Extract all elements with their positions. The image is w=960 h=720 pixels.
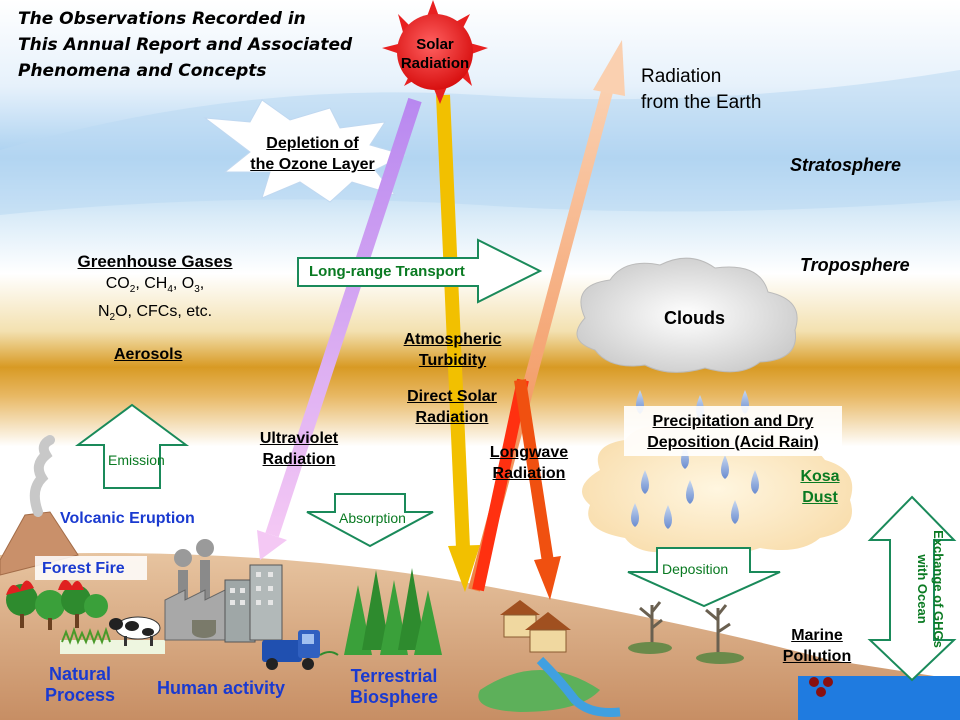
emission-label: Emission <box>108 452 165 468</box>
marine-pollution-line: Pollution <box>782 648 852 665</box>
radiation-from-earth-line: from the Earth <box>641 92 762 113</box>
direct-solar-radiation-line: Direct Solar <box>407 388 497 405</box>
forest-fire-box <box>35 556 147 580</box>
terrestrial-biosphere-line: Terrestrial <box>350 666 438 686</box>
truck <box>262 630 339 670</box>
uv-radiation-shaft <box>265 97 422 538</box>
ocean <box>798 676 960 720</box>
natural-process-label: Natural Process <box>30 664 130 706</box>
diagram-title: The Observations Recorded in This Annual… <box>18 6 352 84</box>
exchange-ocean-label: Exchange of GHGs with Ocean <box>914 514 946 664</box>
forest-fire-label: Forest Fire <box>42 560 125 577</box>
greenhouse-gases-label: Greenhouse Gases CO2, CH4, O3, N2O, CFCs… <box>60 251 250 329</box>
human-activity-label: Human activity <box>157 678 286 698</box>
volcanic-eruption-label: Volcanic Eruption <box>60 510 195 527</box>
precipitation-line: Deposition (Acid Rain) <box>647 434 819 451</box>
exchange-ocean-line: with Ocean <box>915 554 930 624</box>
kosa-dust-label: Kosa Dust <box>785 466 855 508</box>
longwave-left-shaft <box>472 378 529 592</box>
clouds-label: Clouds <box>664 308 725 328</box>
longwave-arrowhead <box>534 556 561 600</box>
ozone-depletion-line: Depletion of <box>266 135 359 152</box>
houses-and-river <box>478 600 621 717</box>
longwave-radiation-line: Radiation <box>492 465 566 482</box>
natural-process-line: Natural <box>48 664 111 684</box>
volcano-smoke <box>29 435 55 517</box>
solar-radiation-label: Solar Radiation <box>395 35 475 73</box>
kosa-dust-line: Dust <box>802 489 838 506</box>
precipitation-box <box>624 406 842 456</box>
pollution-dot <box>823 677 833 687</box>
long-range-transport-arrow <box>297 238 543 304</box>
solar-radiation-line: Solar <box>416 36 454 53</box>
atmospheric-turbidity-label: Atmospheric Turbidity <box>390 329 515 371</box>
solar-radiation-line: Radiation <box>400 55 470 72</box>
solar-radiation-arrowhead <box>448 545 480 592</box>
absorption-arrow <box>306 493 434 548</box>
deposition-label: Deposition <box>662 561 729 577</box>
dead-trees <box>639 601 731 655</box>
marine-pollution-label: Marine Pollution <box>774 625 860 667</box>
pollution-dot <box>816 687 826 697</box>
uv-radiation-arrowhead <box>257 530 287 560</box>
title-line: This Annual Report and Associated <box>18 35 353 55</box>
terrestrial-biosphere-line: Biosphere <box>349 687 439 707</box>
atmospheric-turbidity-line: Turbidity <box>418 352 487 369</box>
dead-tree-grass <box>628 642 744 664</box>
stratosphere-band <box>0 70 960 215</box>
natural-process-line: Process <box>44 685 116 705</box>
earth-radiation-arrowhead <box>593 40 625 96</box>
grass-and-cow <box>60 616 165 654</box>
exchange-ocean-line: Exchange of GHGs <box>931 530 946 648</box>
ozone-burst <box>203 99 407 203</box>
marine-pollution-line: Marine <box>791 627 843 644</box>
longwave-right-shaft <box>514 379 554 563</box>
pollution-dot <box>809 677 819 687</box>
emission-arrow <box>74 403 190 489</box>
ultraviolet-radiation-label: Ultraviolet Radiation <box>248 428 350 470</box>
ozone-depletion-line: the Ozone Layer <box>250 156 375 173</box>
greenhouse-gases-line: CO2, CH4, O3, <box>105 275 205 296</box>
exchange-ocean-arrow <box>867 495 957 682</box>
ozone-depletion-label: Depletion of the Ozone Layer <box>230 133 395 175</box>
ultraviolet-radiation-line: Radiation <box>262 451 336 468</box>
solar-radiation-shaft <box>436 94 470 549</box>
terrestrial-biosphere-label: Terrestrial Biosphere <box>335 666 453 708</box>
longwave-radiation-line: Longwave <box>489 444 569 461</box>
long-range-transport-label: Long-range Transport <box>309 263 465 280</box>
kosa-dust-line: Kosa <box>800 468 840 485</box>
greenhouse-gases-line: N2O, CFCs, etc. <box>97 303 213 324</box>
greenhouse-gases-heading: Greenhouse Gases <box>77 252 233 271</box>
radiation-from-earth-label: Radiation from the Earth <box>641 64 761 116</box>
title-line: The Observations Recorded in <box>18 9 306 29</box>
absorption-label: Absorption <box>339 510 406 526</box>
sun <box>382 0 488 104</box>
precipitation-label: Precipitation and Dry Deposition (Acid R… <box>626 411 840 453</box>
radiation-from-earth-line: Radiation <box>641 66 722 87</box>
precipitation-line: Precipitation and Dry <box>652 413 814 430</box>
biosphere-trees <box>344 568 442 655</box>
ultraviolet-radiation-line: Ultraviolet <box>259 430 339 447</box>
direct-solar-radiation-line: Radiation <box>415 409 489 426</box>
title-line: Phenomena and Concepts <box>18 61 267 81</box>
stratosphere-label: Stratosphere <box>790 155 902 175</box>
atmospheric-turbidity-line: Atmospheric <box>403 331 502 348</box>
troposphere-label: Troposphere <box>800 255 910 275</box>
longwave-radiation-label: Longwave Radiation <box>478 442 580 484</box>
factory <box>164 539 283 643</box>
aerosols-label: Aerosols <box>114 346 183 363</box>
direct-solar-radiation-label: Direct Solar Radiation <box>392 386 512 428</box>
clouds-shape <box>576 257 798 373</box>
deposition-arrow <box>627 547 781 608</box>
forest-fire-trees <box>6 579 108 630</box>
